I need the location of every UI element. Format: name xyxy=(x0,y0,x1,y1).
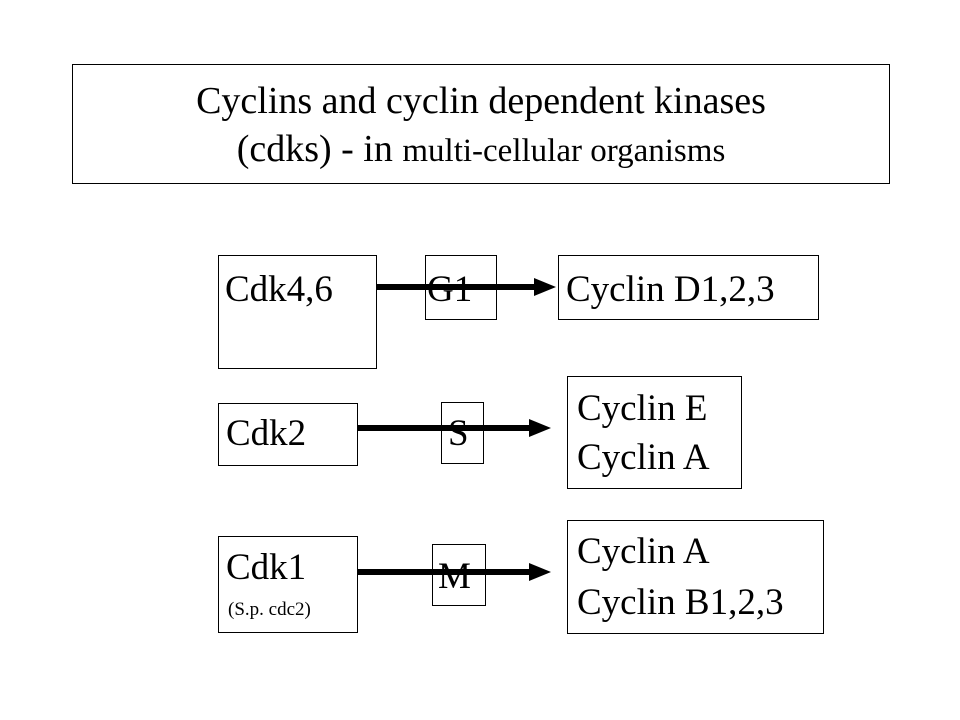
title-box: Cyclins and cyclin dependent kinases (cd… xyxy=(72,64,890,184)
s-phase-label: S xyxy=(448,413,469,454)
cyclin-a-b-box xyxy=(567,520,824,634)
cdk1-label: Cdk1 xyxy=(226,547,307,588)
s-phase-box xyxy=(441,402,484,464)
cdk4-6-box xyxy=(218,255,377,369)
cyclin-d-box xyxy=(558,255,819,320)
title-line-2: (cdks) - in multi-cellular organisms xyxy=(73,125,889,175)
title-line-1: Cyclins and cyclin dependent kinases xyxy=(196,80,766,122)
cdk1-note: (S.p. cdc2) xyxy=(228,599,311,620)
cdk2-label: Cdk2 xyxy=(226,413,307,454)
cyclin-a-label: Cyclin A xyxy=(577,437,710,478)
cyclin-b-label: Cyclin B1,2,3 xyxy=(577,582,784,623)
cyclin-a-label-2: Cyclin A xyxy=(577,531,710,572)
title-line-2-prefix: (cdks) - in xyxy=(236,128,403,170)
arrow-g1 xyxy=(377,278,556,296)
cdk4-6-label: Cdk4,6 xyxy=(225,269,333,310)
m-phase-label: M xyxy=(438,556,471,597)
cyclin-d-label: Cyclin D1,2,3 xyxy=(566,269,775,310)
arrow-m xyxy=(358,563,551,581)
cdk2-box xyxy=(218,403,358,466)
title-line-2-suffix: multi-cellular organisms xyxy=(402,133,726,169)
arrow-s xyxy=(358,419,551,437)
cyclin-e-label: Cyclin E xyxy=(577,388,708,429)
cyclin-e-a-box xyxy=(567,376,742,489)
cdk1-box xyxy=(218,536,358,633)
